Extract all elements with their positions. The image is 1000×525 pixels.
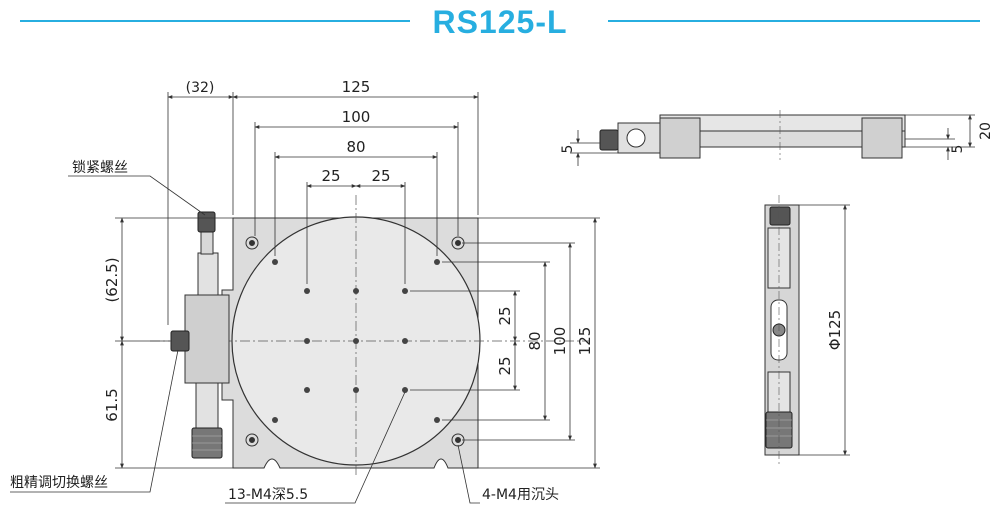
lower-sleeve — [195, 382, 219, 429]
side-view-dimensions — [570, 114, 975, 166]
fine-coarse-screw-label: 粗精调切换螺丝 — [10, 474, 108, 491]
callout-leaders — [10, 175, 480, 504]
side-left-block — [659, 117, 701, 159]
dim-100-right-label: 100 — [551, 327, 569, 356]
m4-hole — [353, 288, 359, 294]
upper-sleeve — [197, 252, 219, 296]
dim-100-top-label: 100 — [342, 108, 371, 126]
dim-62-5-label: (62.5) — [103, 257, 121, 302]
m4-hole — [402, 338, 408, 344]
side-view — [599, 110, 906, 160]
side-dim-20-label: 20 — [978, 122, 994, 140]
m4-hole — [304, 387, 310, 393]
dim-25-lower-label: 25 — [496, 356, 514, 375]
m4-hole — [304, 338, 310, 344]
m4-hole — [353, 387, 359, 393]
m4-hole — [434, 417, 440, 423]
right-dimensions — [410, 217, 600, 469]
dim-25-left-label: 25 — [321, 167, 340, 185]
end-view-dimensions — [799, 204, 850, 456]
m4-hole — [402, 288, 408, 294]
m4-hole — [402, 387, 408, 393]
dim-80-top-label: 80 — [346, 138, 365, 156]
m4-hole — [272, 417, 278, 423]
dim-125-top-label: 125 — [342, 78, 371, 96]
top-dimensions — [167, 92, 479, 325]
m4-hole — [272, 259, 278, 265]
title-rule-left — [20, 20, 410, 22]
m4-holes — [272, 259, 440, 423]
diameter-label: Φ125 — [826, 310, 844, 350]
fine-coarse-screw-knob — [170, 330, 190, 352]
title-rule-right — [608, 20, 980, 22]
left-dimensions — [115, 217, 233, 469]
lock-screw-shaft — [200, 231, 214, 255]
dim-80-right-label: 80 — [526, 331, 544, 350]
dim-25-upper-label: 25 — [496, 306, 514, 325]
m4-holes-label: 13-M4深5.5 — [228, 487, 308, 503]
side-dim-5-right-label: 5 — [950, 145, 966, 154]
lock-screw-label: 锁紧螺丝 — [72, 160, 128, 176]
dim-125-right-label: 125 — [576, 327, 594, 356]
adjuster-housing — [184, 294, 230, 384]
dim-25-right-label: 25 — [371, 167, 390, 185]
counterbore-label: 4-M4用沉头 — [482, 487, 559, 503]
side-right-block — [861, 117, 903, 159]
m4-hole — [434, 259, 440, 265]
page-title: RS125-L — [432, 4, 568, 40]
counterbore-hole — [245, 433, 259, 447]
end-top-knob — [769, 206, 791, 226]
lock-screw-knob — [197, 211, 216, 233]
adjuster-assembly — [170, 211, 230, 459]
dim-61-5-label: 61.5 — [103, 388, 121, 421]
m4-hole — [353, 338, 359, 344]
counterbore-hole — [245, 236, 259, 250]
dim-32-label: (32) — [186, 80, 215, 96]
end-view — [764, 195, 800, 465]
side-screw-hole — [626, 128, 646, 148]
top-view — [150, 195, 590, 478]
m4-hole — [304, 288, 310, 294]
side-dim-5-left-label: 5 — [560, 145, 576, 154]
side-screw-head — [599, 129, 619, 151]
